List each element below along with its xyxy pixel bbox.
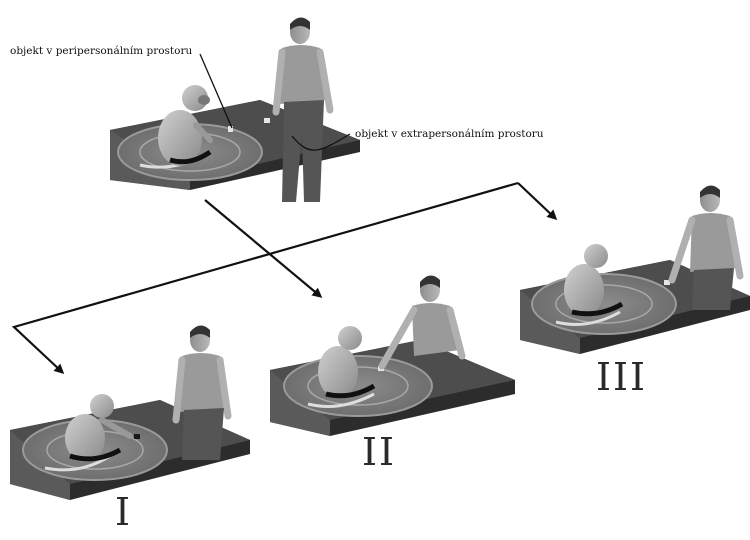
scene-II [270, 275, 515, 436]
scene-III [520, 185, 750, 354]
panel-label-I: I [115, 490, 132, 534]
scene-I [10, 325, 250, 500]
panel-label-III: III [596, 355, 647, 399]
object-near [228, 126, 233, 132]
panel-label-II: II [362, 430, 396, 474]
label-peripersonal: objekt v peripersonálním prostoru [10, 45, 192, 57]
object-far [264, 118, 270, 123]
label-extrapersonal: objekt v extrapersonálním prostoru [355, 128, 544, 140]
experimenter [276, 17, 330, 202]
arrows [14, 183, 555, 372]
